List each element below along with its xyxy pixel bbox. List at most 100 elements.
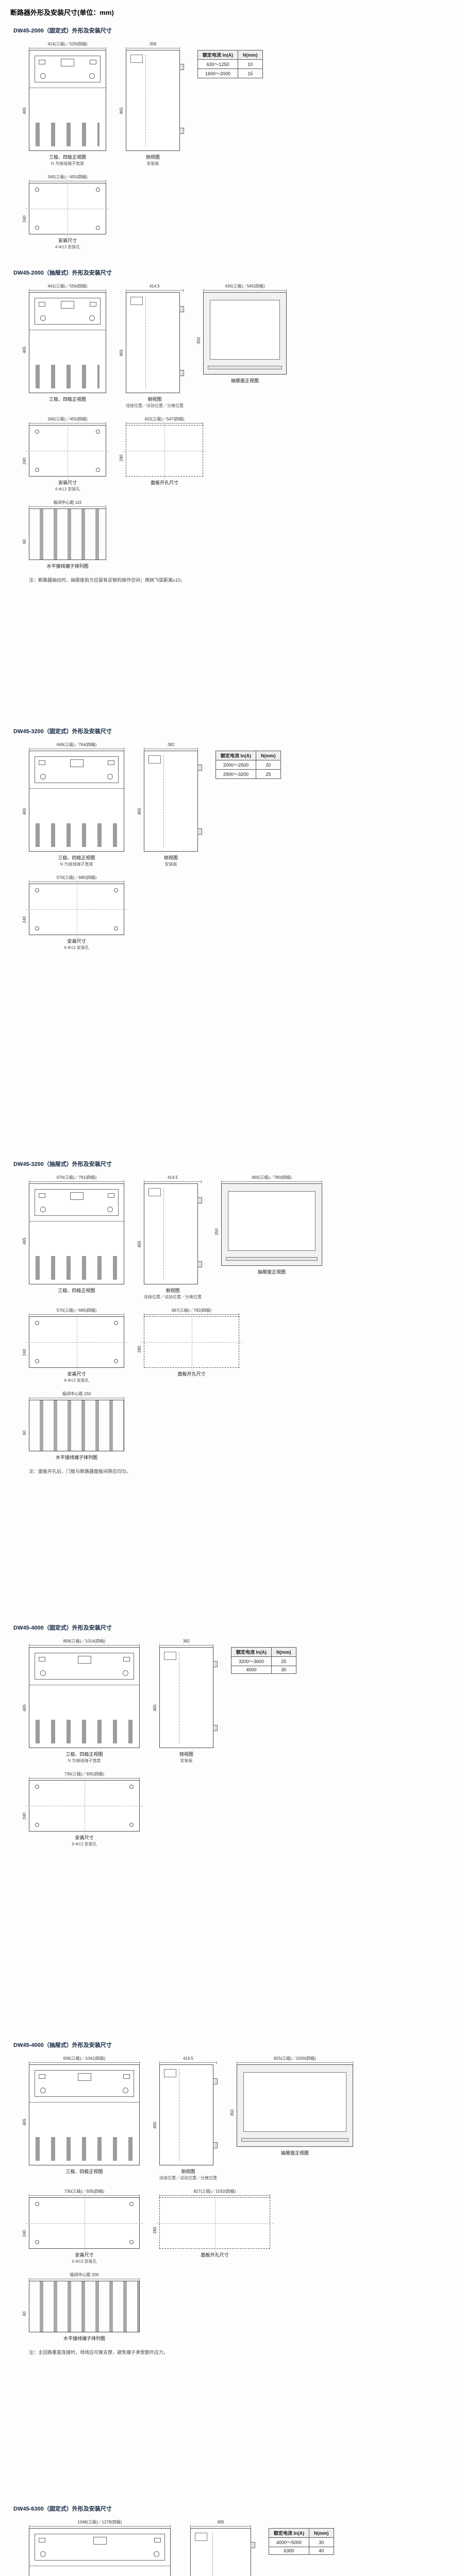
lower-terminal <box>179 128 184 134</box>
drawings-row: 649(三极)／764(四极) 465 三极、四极正视图 N 为接线端子宽度 3… <box>11 735 456 868</box>
drawing-note: N 为接线端子宽度 <box>60 862 93 867</box>
section-dw45-4000-fixed: DW45-4000（固定式）外形及安装尺寸 809(三极)／1014(四极) 4… <box>10 1618 456 2036</box>
drawing-caption: 三极、四极正视图 <box>48 397 86 402</box>
faceplate-outline <box>35 2534 165 2561</box>
drawing-caption: 安装尺寸 <box>58 238 77 243</box>
mounting-hole <box>96 226 100 230</box>
body-split-line <box>29 2102 139 2103</box>
body-split-line <box>29 788 124 789</box>
width-dimension-label: 809(三极)／1014(四极) <box>29 1639 140 1647</box>
terminal-arrangement-figure: 极间中心距 150 60 水平接线端子排列图 <box>22 1392 124 1461</box>
indicator-window <box>90 60 96 64</box>
height-dimension-label: 465 <box>153 1704 157 1711</box>
hole-spacing-dimension-label: 240 <box>22 1349 27 1356</box>
indicator-window <box>39 760 45 765</box>
hole-spacing-dimension-label: 240 <box>22 457 27 465</box>
height-dimension-label: 465 <box>137 808 142 815</box>
drawings-row: 极间中心距 150 60 水平接线端子排列图 <box>11 1384 456 1462</box>
terminal-poles <box>36 1720 133 1743</box>
drawing-caption: 安装尺寸 <box>67 1371 86 1377</box>
drawings-row: 836(三极)／1041(四极) 465 三极、四极正视图 414.5 465 … <box>11 2049 456 2182</box>
page-title: 断路器外形及安装尺寸(单位：mm) <box>10 9 114 16</box>
mounting-hole <box>35 1823 39 1827</box>
mounting-hole <box>35 1321 39 1325</box>
breaker-front-drawing <box>29 1183 124 1284</box>
indicator-window <box>39 2074 45 2079</box>
mounting-hole <box>35 888 39 892</box>
upper-terminal <box>251 2542 255 2548</box>
controller-display <box>61 59 74 66</box>
height-dimension-label: 465 <box>119 349 124 357</box>
drawing-caption: 三极、四极正视图 <box>58 1288 95 1293</box>
lower-terminal <box>213 2142 218 2148</box>
mounting-hole <box>96 430 100 434</box>
drawing-caption: 抽屉座正视图 <box>230 378 259 383</box>
mounting-hole <box>96 468 100 472</box>
drawing-caption: 侧视图 <box>145 155 160 160</box>
side-view-figure: 358 465 侧视图 安装板 <box>119 42 184 166</box>
terminal-poles <box>36 823 118 847</box>
breaker-front-drawing <box>29 292 106 393</box>
table-cell: 25 <box>271 1656 296 1666</box>
table-header-cell: N(mm) <box>256 751 281 760</box>
cradle-view-figure: 430(三极)／545(四极) 350 抽屉座正视图 <box>196 284 287 384</box>
indicator-window <box>39 1193 45 1198</box>
terminal-arrangement-drawing <box>29 509 106 560</box>
depth-dimension-label: 414.5 <box>126 284 184 292</box>
arc-chamber <box>148 755 161 764</box>
table-cell: 40 <box>309 2547 334 2555</box>
front-view-figure: 649(三极)／764(四极) 465 三极、四极正视图 N 为接线端子宽度 <box>22 742 124 867</box>
cradle-rail <box>241 2138 349 2142</box>
mounting-plan-drawing <box>26 2194 143 2252</box>
drawing-caption: 三极、四极正视图 <box>65 2169 103 2174</box>
width-dimension-label: 665(三极)／780(四极) <box>221 1175 322 1183</box>
drawing-caption: 面板开孔尺寸 <box>177 1371 206 1377</box>
mounting-hole <box>114 1359 118 1363</box>
side-view-figure: 414.5 465 侧视图 连接位置／试验位置／分离位置 <box>119 284 184 409</box>
controller-display <box>70 1192 84 1200</box>
centerline <box>163 755 164 847</box>
height-dimension-label: 465 <box>22 808 27 815</box>
indicator-window <box>154 2538 161 2543</box>
controller-display <box>77 1656 91 1664</box>
panel-cutout-figure: 432(三极)／547(四极) 280 面板开孔尺寸 <box>119 417 206 486</box>
table-cell: 2000～2500 <box>216 760 256 770</box>
faceplate-outline <box>35 1653 134 1680</box>
cutout-height-dimension-label: 280 <box>137 1346 142 1353</box>
breaker-front-drawing <box>29 2528 171 2576</box>
indicator-window <box>39 60 45 64</box>
controller-display <box>61 301 74 309</box>
drawings-row: 730(三极)／935(四极) 240 安装尺寸 6-Φ13 安装孔 827(三… <box>11 2182 456 2265</box>
cradle-opening <box>228 1191 316 1251</box>
depth-dimension-label: 358 <box>126 42 180 50</box>
front-view-figure: 441(三极)／556(四极) 465 三极、四极正视图 <box>22 284 106 402</box>
section-note: 注：面板开孔后，门板与断路器面板间隙应均匀。 <box>29 1469 131 1474</box>
height-dimension-label: 350 <box>214 1228 219 1235</box>
front-view-figure: 1048(三极)／1278(四极) 577 三极、四极正视图 N 为接线端子宽度 <box>29 2520 171 2576</box>
mounting-plan-figure: 730(三极)／935(四极) 240 安装尺寸 6-Φ13 安装孔 <box>22 2189 143 2264</box>
drawing-caption: 安装尺寸 <box>75 1835 94 1840</box>
terminal-arrangement-drawing <box>29 1400 124 1451</box>
terminal-poles <box>36 2137 133 2161</box>
pole-pitch-dimension-label: 极间中心距 115 <box>29 500 106 509</box>
controller-display <box>77 2073 91 2081</box>
width-dimension-label: 1048(三极)／1278(四极) <box>29 2520 171 2528</box>
mounting-plan-figure: 570(三极)／685(四极) 240 安装尺寸 6-Φ13 安装孔 <box>22 1308 127 1383</box>
terminal-poles <box>36 365 100 388</box>
drawing-caption: 抽屉座正视图 <box>280 2150 309 2156</box>
panel-cutout-drawing <box>156 2194 273 2252</box>
drawing-caption: 三极、四极正视图 <box>65 1752 103 1757</box>
drawings-row: 676(三极)／791(四极) 465 三极、四极正视图 414.5 465 侧… <box>11 1168 456 1301</box>
side-view-figure: 382 465 侧视图 安装板 <box>137 742 202 867</box>
mounting-hole <box>129 1785 134 1789</box>
drawing-note: N 为接线端子宽度 <box>68 1758 101 1763</box>
front-view-figure: 836(三极)／1041(四极) 465 三极、四极正视图 <box>22 2056 140 2175</box>
mounting-plan-drawing <box>26 180 109 238</box>
mounting-plan-figure: 730(三极)／935(四极) 240 安装尺寸 6-Φ13 安装孔 <box>22 1772 143 1847</box>
terminal-poles <box>36 1256 118 1280</box>
table-cell: 6300 <box>269 2547 309 2555</box>
table-header-cell: N(mm) <box>271 1647 296 1657</box>
